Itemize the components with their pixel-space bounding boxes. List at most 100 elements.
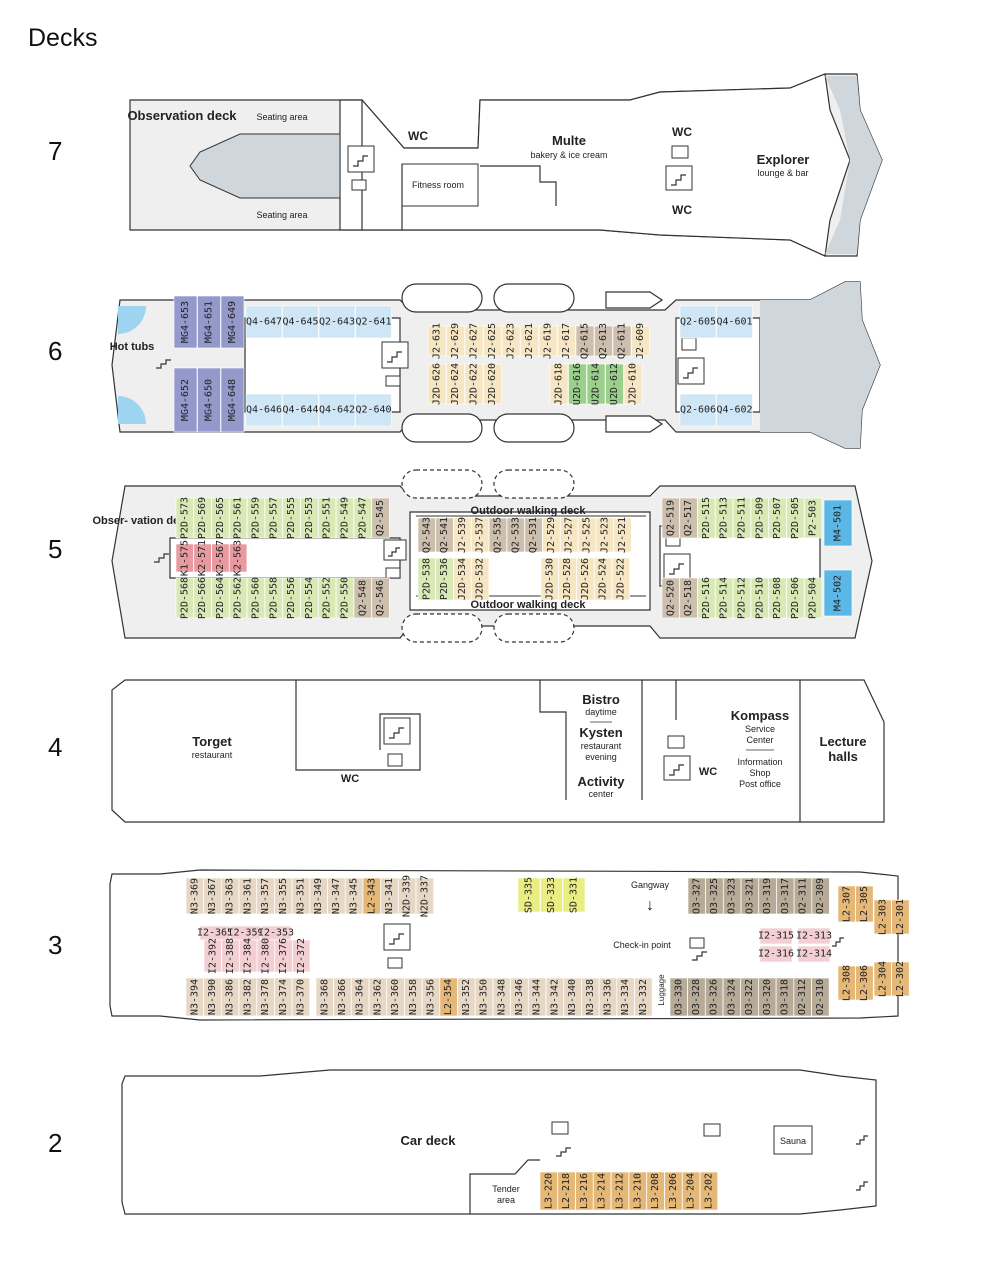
cabin-p2d-512[interactable]: P2D-512 [732,577,752,619]
cabin-i2-314[interactable]: I2-314 [796,945,832,963]
cabin-p2d-506[interactable]: P2D-506 [786,577,805,619]
cabin-o3-322[interactable]: O3-322 [740,977,759,1017]
cabin-q2-643[interactable]: Q2-643 [318,305,356,339]
cabin-n3-347[interactable]: N3-347 [327,877,346,915]
cabin-p2d-553[interactable]: P2D-553 [300,497,319,539]
cabin-o2-309[interactable]: O2-309 [811,877,830,915]
cabin-o3-320[interactable]: O3-320 [758,977,777,1017]
cabin-o2-311[interactable]: O2-311 [793,877,813,915]
cabin-p2d-560[interactable]: P2D-560 [246,577,265,619]
cabin-p2d-505[interactable]: P2D-505 [786,497,805,539]
cabin-l2-302[interactable]: L2-302 [891,961,910,997]
cabin-n3-368[interactable]: N3-368 [315,977,334,1017]
cabin-mg4-650[interactable]: MG4-650 [197,367,221,433]
cabin-j2-539[interactable]: J2-539 [453,517,472,553]
cabin-j2d-524[interactable]: J2D-524 [594,557,613,601]
cabin-p2d-569[interactable]: P2D-569 [193,497,212,539]
cabin-q4-602[interactable]: Q4-602 [716,393,753,427]
cabin-l3-210[interactable]: L3-210 [628,1171,647,1211]
cabin-p2d-550[interactable]: P2D-550 [335,577,355,619]
cabin-p2d-511[interactable]: P2D-511 [732,497,752,539]
cabin-sd-335[interactable]: SD-335 [517,877,541,913]
cabin-q2-520[interactable]: Q2-520 [661,577,680,619]
cabin-q2-605[interactable]: Q2-605 [679,305,717,339]
cabin-o3-330[interactable]: O3-330 [669,977,688,1017]
cabin-n3-355[interactable]: N3-355 [274,877,293,915]
cabin-o3-323[interactable]: O3-323 [723,877,742,915]
cabin-j2-627[interactable]: J2-627 [464,323,484,359]
cabin-u2d-612[interactable]: U2D-612 [605,363,624,405]
cabin-l2-306[interactable]: L2-306 [855,965,874,1001]
cabin-q2-545[interactable]: Q2-545 [371,497,390,539]
cabin-p2d-568[interactable]: P2D-568 [175,577,194,619]
cabin-i2-380[interactable]: I2-380 [256,938,275,974]
cabin-q4-601[interactable]: Q4-601 [716,305,753,339]
cabin-j2-537[interactable]: J2-537 [471,517,490,553]
cabin-j2-609[interactable]: J2-609 [631,323,650,359]
cabin-q2-640[interactable]: Q2-640 [355,393,392,427]
cabin-i2-376[interactable]: I2-376 [274,938,293,974]
cabin-q2-615[interactable]: Q2-615 [575,323,595,359]
cabin-mg4-649[interactable]: MG4-649 [220,295,245,349]
cabin-j2d-528[interactable]: J2D-528 [558,557,577,601]
cabin-n3-394[interactable]: N3-394 [185,977,204,1017]
cabin-j2-623[interactable]: J2-623 [501,323,521,359]
cabin-p2d-510[interactable]: P2D-510 [750,577,769,619]
cabin-l3-216[interactable]: L3-216 [575,1171,594,1211]
cabin-p2d-549[interactable]: P2D-549 [335,497,355,539]
cabin-p2d-566[interactable]: P2D-566 [193,577,212,619]
cabin-o3-318[interactable]: O3-318 [775,977,795,1017]
cabin-j2-631[interactable]: J2-631 [427,323,447,359]
cabin-j2-525[interactable]: J2-525 [577,517,597,553]
cabin-j2d-522[interactable]: J2D-522 [611,557,631,601]
cabin-o3-325[interactable]: O3-325 [705,877,724,915]
cabin-p2d-508[interactable]: P2D-508 [768,577,787,619]
cabin-n3-361[interactable]: N3-361 [238,877,257,915]
cabin-n2d-339[interactable]: N2D-339 [398,875,417,917]
cabin-j2d-622[interactable]: J2D-622 [464,363,484,405]
cabin-n3-341[interactable]: N3-341 [380,877,399,915]
cabin-j2-625[interactable]: J2-625 [483,323,502,359]
cabin-p2d-552[interactable]: P2D-552 [318,577,337,619]
cabin-n3-345[interactable]: N3-345 [344,877,364,915]
cabin-q4-645[interactable]: Q4-645 [282,305,319,339]
cabin-p2d-547[interactable]: P2D-547 [353,497,372,539]
cabin-o3-319[interactable]: O3-319 [758,877,777,915]
cabin-mg4-652[interactable]: MG4-652 [173,367,198,433]
cabin-p2d-515[interactable]: P2D-515 [697,497,716,539]
cabin-j2-617[interactable]: J2-617 [557,323,576,359]
cabin-l2-343[interactable]: L2-343 [362,877,381,915]
cabin-o3-327[interactable]: O3-327 [687,877,706,915]
cabin-j2d-534[interactable]: J2D-534 [453,557,472,601]
cabin-i2-388[interactable]: I2-388 [221,938,240,974]
cabin-j2d-526[interactable]: J2D-526 [576,557,595,601]
cabin-n3-360[interactable]: N3-360 [386,977,405,1017]
cabin-j2d-618[interactable]: J2D-618 [549,363,569,405]
cabin-q2-535[interactable]: Q2-535 [488,517,508,553]
cabin-m4-501[interactable]: M4-501 [823,499,853,547]
cabin-l2-307[interactable]: L2-307 [837,885,856,923]
cabin-q4-647[interactable]: Q4-647 [245,305,283,339]
cabin-n3-342[interactable]: N3-342 [545,977,564,1017]
cabin-q2-518[interactable]: Q2-518 [679,577,698,619]
cabin-l2-218[interactable]: L2-218 [557,1171,576,1211]
cabin-q2-533[interactable]: Q2-533 [506,517,525,553]
cabin-p2d-555[interactable]: P2D-555 [282,497,301,539]
cabin-p2d-513[interactable]: P2D-513 [715,497,734,539]
cabin-i2-316[interactable]: I2-316 [758,945,794,963]
cabin-j2-521[interactable]: J2-521 [613,517,632,553]
cabin-j2d-626[interactable]: J2D-626 [427,363,447,405]
cabin-n3-356[interactable]: N3-356 [421,977,441,1017]
cabin-sd-331[interactable]: SD-331 [562,877,586,913]
cabin-n3-346[interactable]: N3-346 [510,977,529,1017]
cabin-n3-370[interactable]: N3-370 [291,977,311,1017]
cabin-mg4-653[interactable]: MG4-653 [173,295,198,349]
cabin-j2-523[interactable]: J2-523 [595,517,614,553]
cabin-o3-317[interactable]: O3-317 [776,877,795,915]
cabin-i2-384[interactable]: I2-384 [239,938,258,974]
cabin-j2-619[interactable]: J2-619 [538,323,558,359]
cabin-j2-621[interactable]: J2-621 [520,323,539,359]
cabin-sd-333[interactable]: SD-333 [540,877,563,913]
cabin-n3-336[interactable]: N3-336 [598,977,618,1017]
cabin-j2d-624[interactable]: J2D-624 [446,363,465,405]
